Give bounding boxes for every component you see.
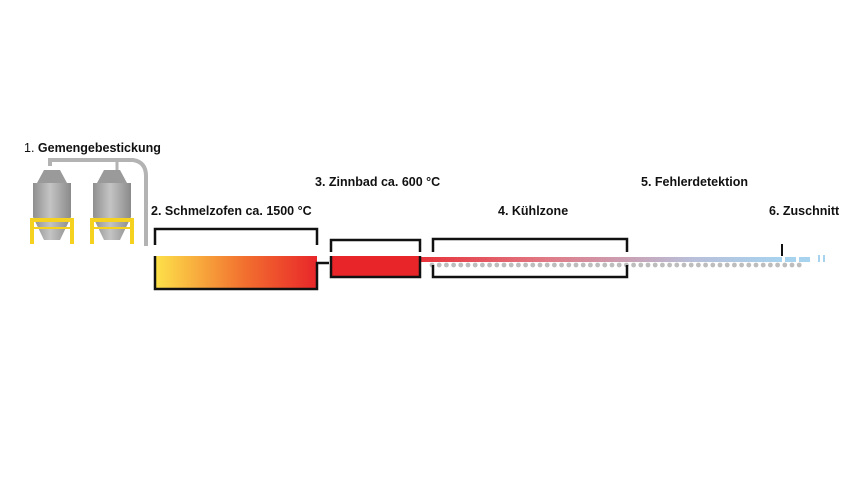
roller [753,262,759,268]
roller [681,262,687,268]
roller [580,262,586,268]
roller [775,262,780,268]
roller [552,262,557,268]
roller [472,262,478,268]
roller [444,262,449,268]
roller [652,262,658,268]
roller [739,262,744,268]
tin-bath-basin [329,256,422,279]
roller [508,262,514,268]
label-step-1: 1. Gemengebestickung [24,141,161,155]
label-step-4: 4. Kühlzone [498,204,569,218]
glass-ribbon-cooling [420,257,782,262]
roller [717,262,723,268]
label-step-6: 6. Zuschnitt [769,204,840,218]
roller [645,262,651,268]
roller [588,262,593,268]
roller [516,262,521,268]
roller [537,262,543,268]
glass-cut-piece [799,257,810,262]
label-step-3: 3. Zinnbad ca. 600 °C [315,175,441,189]
roller [451,262,456,268]
roller [530,262,536,268]
label-step-1-number: 1. [24,141,35,155]
roller [559,262,564,268]
roller [782,262,788,268]
roller [688,262,694,268]
tin-bath-fill [331,256,420,277]
roller [710,262,716,268]
roller [566,262,572,268]
roller [796,262,802,268]
cooling-zone-bottom-bracket [431,265,629,279]
roller [595,262,600,268]
silo-1 [30,170,74,244]
glass-cut-piece [818,255,820,262]
roller [465,262,471,268]
roller [458,262,464,268]
glass-cut-piece [785,257,796,262]
roller [724,262,730,268]
feed-pipe [48,158,148,246]
roller [616,262,622,268]
roller [667,262,672,268]
roller [732,262,737,268]
tin-bath-outline [329,238,422,252]
roller [746,262,752,268]
roller [609,262,615,268]
roller [501,262,507,268]
roller [638,262,644,268]
roller [487,262,492,268]
roller [703,262,708,268]
roller [631,262,636,268]
roller [674,262,680,268]
melting-furnace-basin [153,256,329,291]
label-step-2: 2. Schmelzofen ca. 1500 °C [151,204,312,218]
roller [768,262,773,268]
roller [573,262,579,268]
melting-furnace-fill [155,256,317,289]
silo-2 [90,170,134,244]
roller [436,262,442,268]
roller [494,262,500,268]
roller [544,262,550,268]
roller [523,262,528,268]
roller [480,262,485,268]
roller [602,262,608,268]
label-step-1-text: Gemengebestickung [37,141,161,155]
conveyor-rollers [429,262,802,268]
roller [696,262,701,268]
roller [789,262,795,268]
cooling-zone-top-bracket [431,237,629,252]
label-step-5: 5. Fehlerdetektion [641,175,748,189]
melting-furnace-outline [153,227,319,245]
glass-cut-piece [823,255,825,262]
roller [760,262,766,268]
roller [660,262,665,268]
